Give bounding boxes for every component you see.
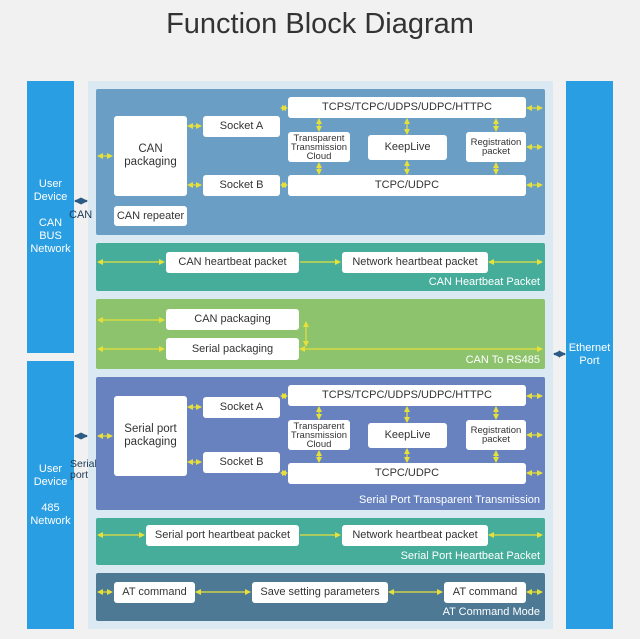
can-network-heartbeat-box: Network heartbeat packet [342, 252, 488, 273]
user-device-can-bus-label: User Device CAN BUS Network [30, 178, 71, 255]
can-socket-a-box: Socket A [203, 116, 280, 137]
serial-keeplive-box: KeepLive [368, 423, 447, 448]
user-device-485: User Device 485 Network [27, 361, 74, 629]
can-repeater-box: CAN repeater [114, 206, 187, 226]
serial-port-label: Serial port [70, 458, 97, 481]
serial-heartbeat-box: Serial port heartbeat packet [146, 525, 299, 546]
serial-packaging-box: Serial port packaging [114, 396, 187, 476]
at-mode-label: AT Command Mode [442, 606, 540, 618]
can-socket-b-box: Socket B [203, 175, 280, 196]
serial-registration-box: Registration packet [466, 420, 526, 450]
serial-protocols-box: TCPS/TCPC/UDPS/UDPC/HTTPC [288, 385, 526, 406]
can-port-label: CAN [69, 209, 93, 221]
rs485-can-packaging-box: CAN packaging [166, 309, 299, 330]
can-keeplive-box: KeepLive [368, 135, 447, 160]
can-heartbeat-box: CAN heartbeat packet [166, 252, 299, 273]
serial-block-label: Serial Port Transparent Transmission [359, 494, 540, 506]
serial-socket-b-box: Socket B [203, 452, 280, 473]
can-packaging-box: CAN packaging [114, 116, 187, 196]
ethernet-port-label: Ethernet Port [568, 342, 611, 367]
can-heartbeat-label: CAN Heartbeat Packet [428, 276, 540, 288]
can-rs485-label: CAN To RS485 [465, 354, 540, 366]
serial-socket-a-box: Socket A [203, 397, 280, 418]
save-setting-parameters-box: Save setting parameters [252, 582, 388, 603]
can-protocols-box: TCPS/TCPC/UDPS/UDPC/HTTPC [288, 97, 526, 118]
serial-heartbeat-label: Serial Port Heartbeat Packet [400, 550, 540, 562]
rs485-serial-packaging-box: Serial packaging [166, 338, 299, 360]
serial-transparent-cloud-box: Transparent Transmission Cloud [288, 420, 350, 450]
can-transparent-cloud-box: Transparent Transmission Cloud [288, 132, 350, 162]
ethernet-port: Ethernet Port [566, 81, 613, 629]
can-tcpc-udpc-box: TCPC/UDPC [288, 175, 526, 196]
serial-tcpc-udpc-box: TCPC/UDPC [288, 463, 526, 484]
can-registration-box: Registration packet [466, 132, 526, 162]
user-device-can-bus: User Device CAN BUS Network [27, 81, 74, 353]
serial-network-heartbeat-box: Network heartbeat packet [342, 525, 488, 546]
at-command-right-box: AT command [444, 582, 526, 603]
user-device-485-label: User Device 485 Network [30, 462, 71, 527]
at-command-left-box: AT command [114, 582, 195, 603]
diagram-title: Function Block Diagram [166, 8, 474, 40]
